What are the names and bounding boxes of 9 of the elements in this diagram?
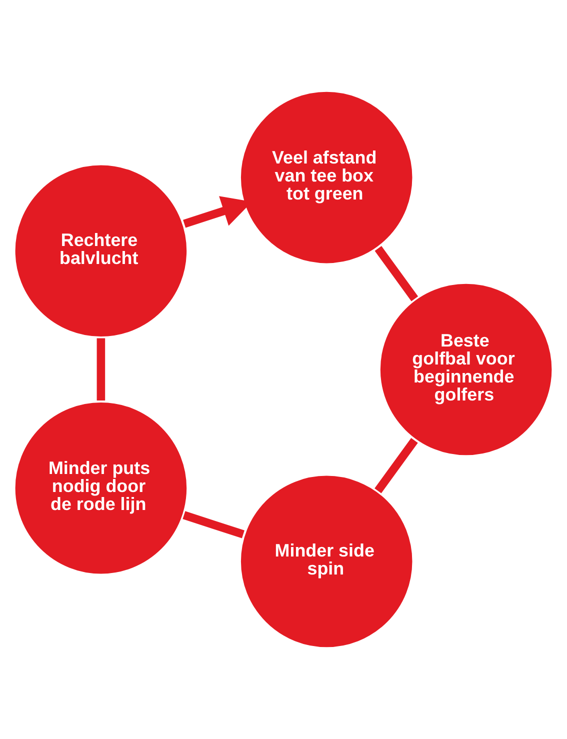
- node-circle: Rechtere balvlucht: [12, 162, 190, 340]
- connector: [182, 511, 244, 538]
- connector: [96, 338, 106, 400]
- node-circle: Minder puts nodig door de rode lijn: [12, 400, 190, 577]
- node-circle: Beste golfbal voor beginnende golfers: [378, 281, 554, 458]
- node-circle: Minder side spin: [238, 473, 415, 650]
- connector: [374, 246, 418, 302]
- connector: [374, 438, 418, 494]
- node-circle: Veel afstand van tee box tot green: [238, 89, 415, 266]
